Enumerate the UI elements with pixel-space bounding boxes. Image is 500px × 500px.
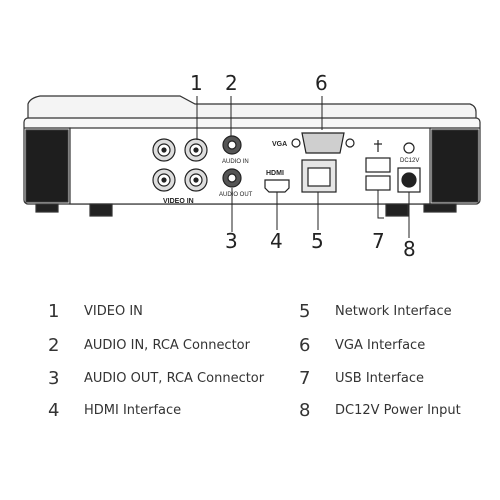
legend-item: 5 Network Interface: [299, 300, 452, 322]
legend-text: VIDEO IN: [84, 303, 143, 319]
legend-item: 3 AUDIO OUT, RCA Connector: [48, 367, 264, 389]
legend-text: DC12V Power Input: [335, 402, 461, 418]
dc-power-port: [397, 142, 421, 193]
legend-item: 2 AUDIO IN, RCA Connector: [48, 334, 250, 356]
legend-text: AUDIO OUT, RCA Connector: [84, 370, 265, 386]
legend-number: 4: [48, 399, 60, 421]
dc-panel-label: DC12V: [400, 158, 419, 164]
legend-item: 7 USB Interface: [299, 367, 424, 389]
legend-text: VGA Interface: [335, 337, 426, 353]
callout-8: 8: [403, 237, 416, 261]
audio-out-panel-label: AUDIO OUT: [219, 192, 253, 198]
callout-lines: [196, 96, 410, 238]
legend-item: 1 VIDEO IN: [48, 300, 143, 322]
hdmi-panel-label: HDMI: [266, 170, 284, 177]
callout-2: 2: [225, 71, 238, 95]
legend-text: Network Interface: [335, 303, 452, 319]
legend-item: 8 DC12V Power Input: [299, 399, 461, 421]
callout-5: 5: [311, 229, 324, 253]
legend-number: 2: [48, 334, 60, 356]
audio-in-panel-label: AUDIO IN: [222, 159, 249, 165]
callout-6: 6: [315, 71, 328, 95]
legend-item: 6 VGA Interface: [299, 334, 425, 356]
callout-1: 1: [190, 71, 203, 95]
legend-number: 7: [299, 367, 311, 389]
callout-3: 3: [225, 229, 238, 253]
legend-text: AUDIO IN, RCA Connector: [84, 337, 250, 353]
hdmi-port: [264, 179, 290, 193]
network-port: [301, 159, 337, 193]
usb-ports: [365, 140, 391, 191]
legend-number: 5: [299, 300, 311, 322]
legend-text: HDMI Interface: [84, 402, 182, 418]
callout-7: 7: [372, 229, 385, 253]
audio-ports: [222, 135, 242, 188]
callout-4: 4: [270, 229, 283, 253]
legend-number: 1: [48, 300, 60, 322]
device-body: [23, 95, 481, 217]
video-in-ports: [152, 138, 208, 192]
vga-port: [291, 132, 355, 154]
legend: 1 VIDEO IN 2 AUDIO IN, RCA Connector 3 A…: [0, 290, 500, 430]
legend-text: USB Interface: [335, 370, 425, 386]
legend-number: 8: [299, 399, 311, 421]
legend-item: 4 HDMI Interface: [48, 399, 181, 421]
legend-number: 3: [48, 367, 60, 389]
legend-number: 6: [299, 334, 311, 356]
vga-panel-label: VGA: [272, 141, 287, 148]
dvr-rear-panel-diagram: VIDEO IN AUDIO IN AUDIO OUT VGA HDMI DC1…: [23, 71, 481, 261]
video-in-panel-label: VIDEO IN: [163, 198, 194, 205]
